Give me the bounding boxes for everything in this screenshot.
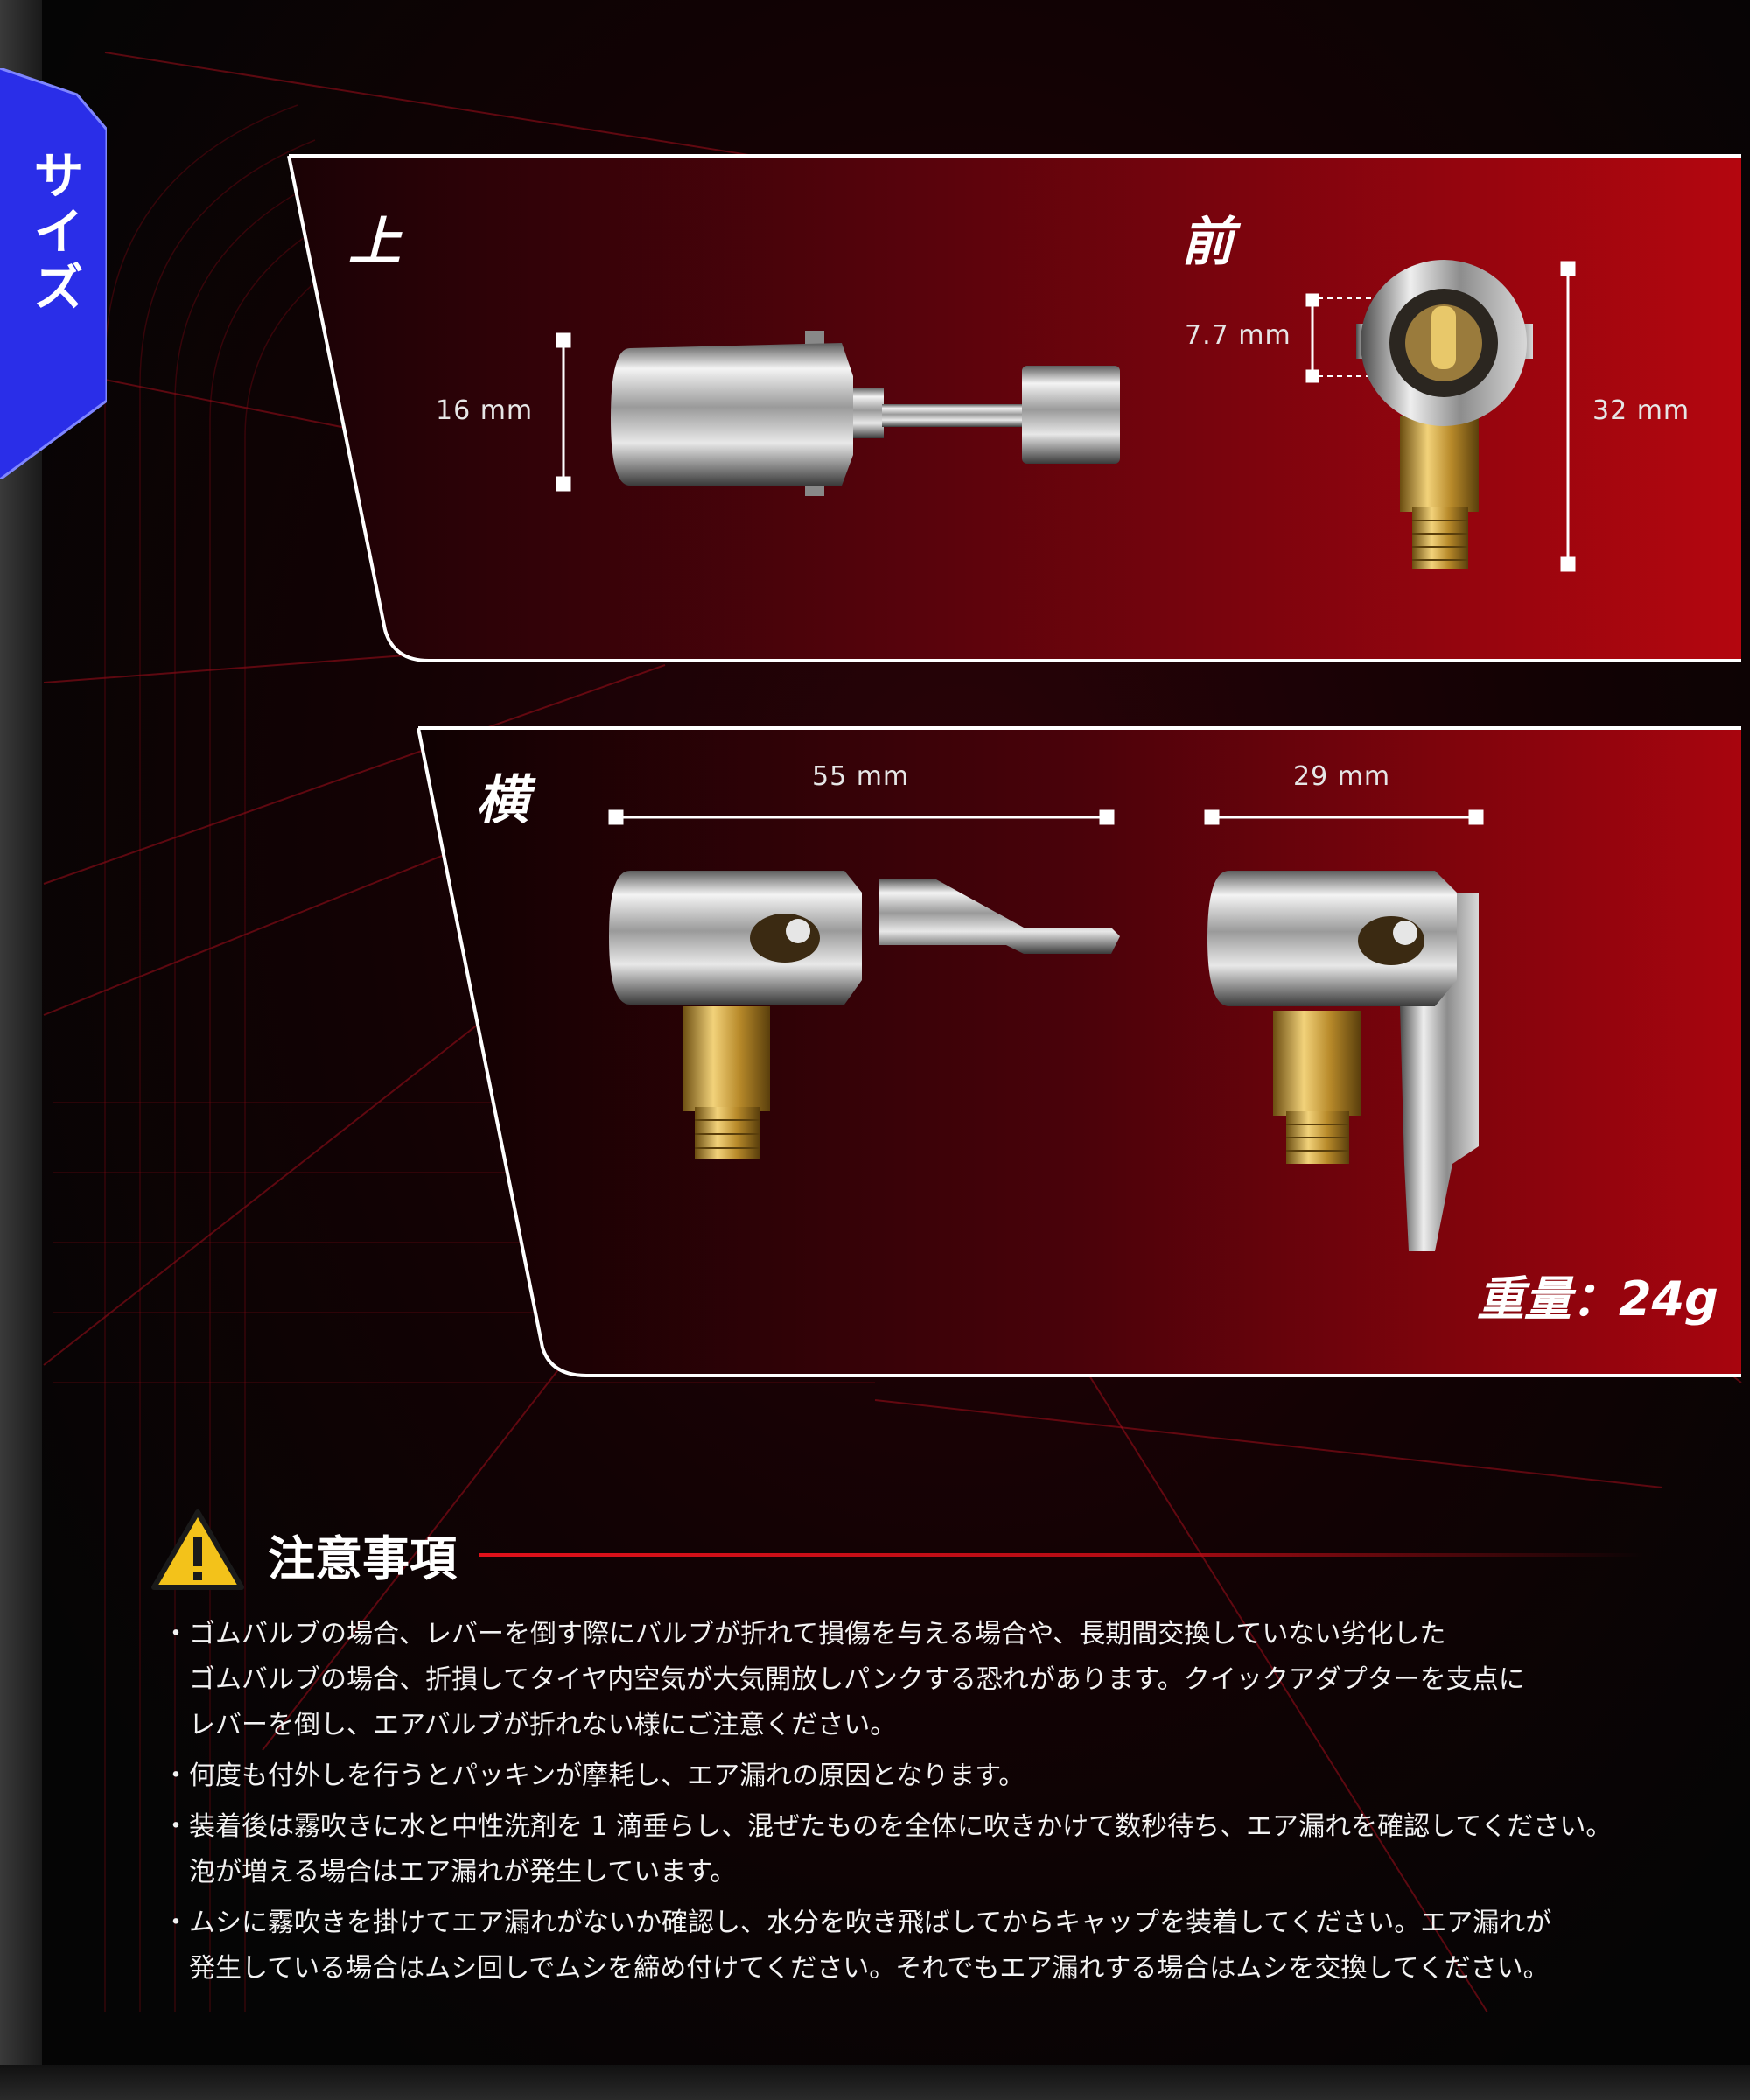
notice-line: ゴムバルブの場合、レバーを倒す際にバルブが折れて損傷を与える場合や、長期間交換し… (189, 1619, 1446, 1649)
side-tab (0, 68, 107, 480)
notice-item: ・ ムシに霧吹きを掛けてエア漏れがないか確認し、水分を吹き飛ばしてからキャップを… (163, 1900, 1685, 1992)
top-height-label: 16 mm (436, 396, 534, 426)
notice-line: レバーを倒し、エアバルブが折れない様にご注意ください。 (189, 1710, 897, 1740)
bullet: ・ (163, 1619, 189, 1649)
bullet: ・ (163, 1908, 189, 1938)
notice-line: 泡が増える場合はエア漏れが発生しています。 (189, 1857, 737, 1887)
front-height-dimension (1560, 261, 1576, 572)
front-view-product (1356, 260, 1533, 569)
side-length-dimension-b (1204, 809, 1484, 825)
top-view-product (611, 331, 1120, 496)
front-bore-label: 7.7 mm (1185, 320, 1292, 351)
bullet: ・ (163, 1760, 189, 1791)
notice-line: 何度も付外しを行うとパッキンが摩耗し、エア漏れの原因となります。 (189, 1760, 1026, 1791)
notice-item: ・ ゴムバルブの場合、レバーを倒す際にバルブが折れて損傷を与える場合や、長期間交… (163, 1612, 1685, 1748)
side-length-label-b: 29 mm (1293, 761, 1391, 792)
notice-list: ・ ゴムバルブの場合、レバーを倒す際にバルブが折れて損傷を与える場合や、長期間交… (163, 1612, 1685, 1997)
notice-line: ムシに霧吹きを掛けてエア漏れがないか確認し、水分を吹き飛ばしてからキャップを装着… (189, 1908, 1552, 1938)
side-tab-label: サイズ (24, 149, 84, 317)
notice-header: 注意事項 (154, 1509, 1643, 1606)
notice-line: 発生している場合はムシ回しでムシを締め付けてください。それでもエア漏れする場合は… (189, 1953, 1550, 1984)
notice-rule (480, 1553, 1643, 1557)
weight-label: 重量：24g (1477, 1271, 1718, 1326)
bullet: ・ (163, 1811, 189, 1842)
side-length-dimension-a (608, 809, 1115, 825)
notice-item: ・ 何度も付外しを行うとパッキンが摩耗し、エア漏れの原因となります。 (163, 1754, 1685, 1799)
top-height-dimension (556, 332, 571, 492)
side-length-label-a: 55 mm (812, 761, 910, 792)
notice-title: 注意事項 (268, 1531, 457, 1586)
front-height-label: 32 mm (1592, 396, 1690, 426)
side-view-product-b (1208, 871, 1479, 1251)
notice-line: ゴムバルブの場合、折損してタイヤ内空気が大気開放しパンクする恐れがあります。クイ… (189, 1664, 1525, 1695)
side-view-product-a (609, 871, 1120, 1159)
notice-line: 装着後は霧吹きに水と中性洗剤を 1 滴垂らし、混ぜたものを全体に吹きかけて数秒待… (189, 1811, 1613, 1842)
side-view-title: 横 (476, 770, 528, 831)
front-view-title: 前 (1181, 212, 1234, 273)
warning-triangle-icon (151, 1509, 244, 1590)
top-view-title: 上 (348, 212, 401, 273)
notice-item: ・ 装着後は霧吹きに水と中性洗剤を 1 滴垂らし、混ぜたものを全体に吹きかけて数… (163, 1804, 1685, 1895)
